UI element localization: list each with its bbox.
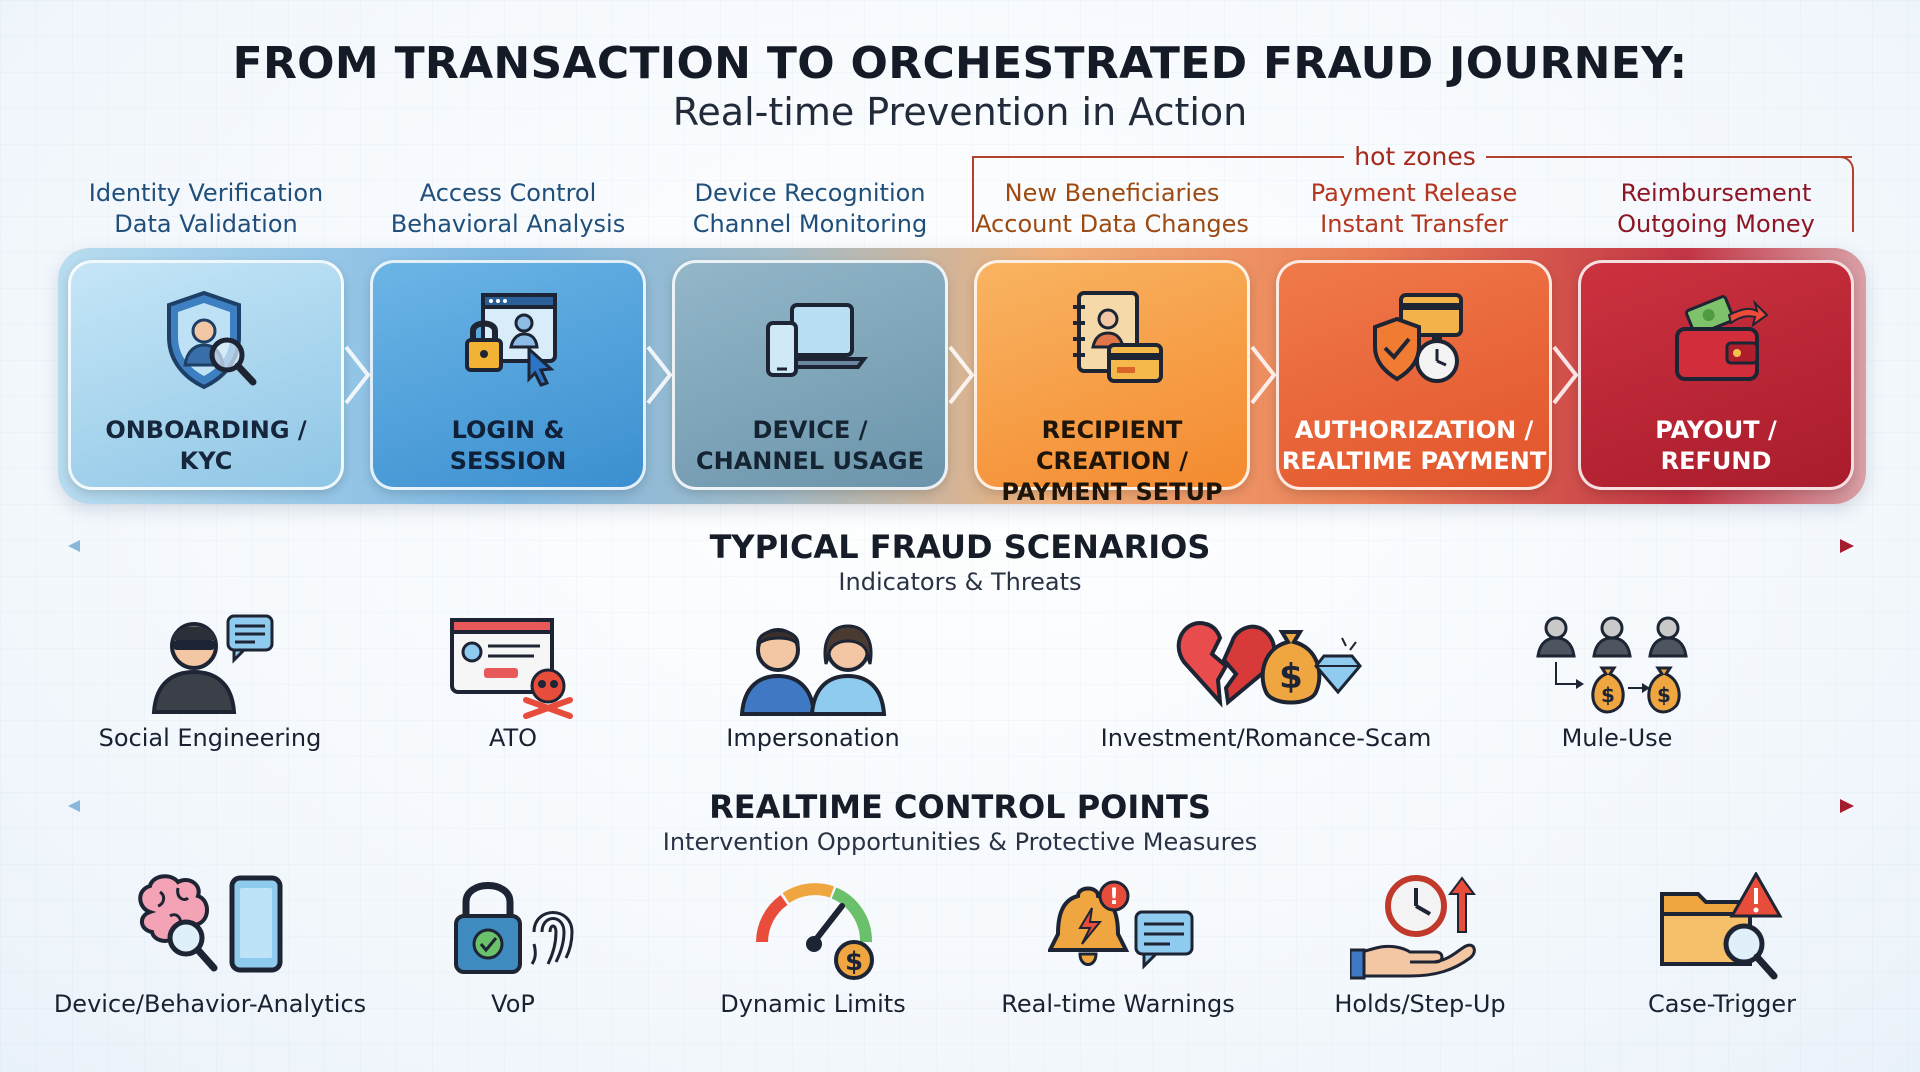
stage-label-line-1: ONBOARDING / [105,416,307,444]
hot-zones-bracket-top-right [1486,156,1852,158]
stage-caption-line-2: Outgoing Money [1617,210,1815,238]
stage-label-line-2: REALTIME PAYMENT [1281,447,1547,475]
stage-caption-onboarding: Identity Verification Data Validation [56,178,356,240]
svg-text:$: $ [1279,657,1303,697]
chevron-right-icon [344,345,370,405]
scenarios-arrow-left [68,540,718,552]
stage-label-line-1: AUTHORIZATION / [1294,416,1534,444]
phone-laptop-icon [766,303,868,377]
stage-label-login: LOGIN & SESSION [373,415,643,477]
scenario-label-mule-use: Mule-Use [1561,724,1673,752]
stage-label-line-2: PAYMENT SETUP [1001,478,1223,506]
stage-caption-authorization: Payment Release Instant Transfer [1264,178,1564,240]
hot-zones-label: hot zones [1354,142,1476,171]
scenarios-arrow-right [1204,539,1854,553]
chevron-right-icon [1250,345,1276,405]
stage-card-recipient[interactable]: RECIPIENT CREATION / PAYMENT SETUP [974,260,1250,506]
control-label-device-behavior-analytics: Device/Behavior-Analytics [53,990,367,1018]
svg-text:$: $ [1601,683,1615,707]
folder-search-warning-icon [1660,872,1783,980]
stage-card-login[interactable]: LOGIN & SESSION [370,260,646,490]
control-label-real-time-warnings: Real-time Warnings [1001,990,1235,1018]
scenario-label-investment-romance-scam: Investment/Romance-Scam [1100,724,1432,752]
stage-caption-line-2: Behavioral Analysis [390,210,626,238]
people-money-bags-icon: $ $ [1536,616,1688,714]
card-shield-stopwatch-icon [1373,293,1463,383]
scenarios-title: TYPICAL FRAUD SCENARIOS [709,528,1211,566]
two-people-icon [739,624,887,716]
stage-label-payout: PAYOUT / REFUND [1581,415,1851,477]
stage-caption-recipient: New Beneficiaries Account Data Changes [962,178,1262,240]
controls-arrow-left [68,800,718,812]
brain-phone-search-icon [138,874,283,973]
stage-card-authorization[interactable]: AUTHORIZATION / REALTIME PAYMENT [1276,260,1552,490]
wallet-money-icon [1675,295,1769,381]
journey-track [58,248,1866,504]
controls-arrow-right [1204,799,1854,813]
stage-caption-line-1: Payment Release [1310,179,1518,207]
stage-label-device: DEVICE / CHANNEL USAGE [675,415,945,477]
stage-label-line-1: PAYOUT / [1655,416,1777,444]
stage-label-authorization: AUTHORIZATION / REALTIME PAYMENT [1279,415,1549,477]
stage-caption-line-2: Channel Monitoring [692,210,928,238]
padlock-fingerprint-icon [454,882,574,974]
stage-caption-line-2: Instant Transfer [1320,210,1508,238]
stage-label-line-2: CHANNEL USAGE [696,447,924,475]
stage-caption-line-1: Device Recognition [694,179,926,207]
address-book-card-icon [1073,291,1163,383]
scenario-label-impersonation: Impersonation [726,724,900,752]
shield-person-search-icon [167,290,257,390]
stage-label-line-1: DEVICE / [752,416,868,444]
page-subtitle: Real-time Prevention in Action [672,90,1248,134]
chevron-right-icon [646,345,672,405]
hot-zones-bracket-top-left [972,156,1344,158]
clock-hand-arrow-icon [1350,875,1476,980]
stage-label-line-2: SESSION [449,447,567,475]
stage-caption-line-1: Access Control [419,179,597,207]
svg-text:$: $ [845,947,863,977]
chevron-right-icon [948,345,974,405]
control-label-holds-step-up: Holds/Step-Up [1334,990,1506,1018]
stage-caption-login: Access Control Behavioral Analysis [358,178,658,240]
stage-label-line-1: RECIPIENT CREATION / [1035,416,1189,475]
scenario-label-ato: ATO [488,724,538,752]
gauge-dollar-icon: $ [756,883,874,980]
stage-label-line-1: LOGIN & [451,416,565,444]
stage-card-onboarding[interactable]: ONBOARDING / KYC [68,260,344,490]
chevron-right-icon [1552,345,1578,405]
stage-caption-line-2: Data Validation [114,210,298,238]
stage-card-device[interactable]: DEVICE / CHANNEL USAGE [672,260,948,490]
control-label-case-trigger: Case-Trigger [1648,990,1796,1018]
masked-hacker-chat-icon [151,614,274,714]
stage-label-recipient: RECIPIENT CREATION / PAYMENT SETUP [977,415,1247,508]
stage-caption-device: Device Recognition Channel Monitoring [660,178,960,240]
page-title: FROM TRANSACTION TO ORCHESTRATED FRAUD J… [232,38,1688,89]
svg-text:!: ! [1109,885,1119,910]
stage-caption-payout: Reimbursement Outgoing Money [1566,178,1866,240]
hot-zones-bracket-left-vertical [972,156,974,232]
stage-caption-line-1: Reimbursement [1620,179,1812,207]
stage-label-onboarding: ONBOARDING / KYC [71,415,341,477]
stage-caption-line-1: Identity Verification [88,179,324,207]
stage-label-line-2: KYC [179,447,233,475]
scenario-label-social-engineering: Social Engineering [98,724,322,752]
stage-caption-line-1: New Beneficiaries [1004,179,1220,207]
stage-label-line-2: REFUND [1660,447,1772,475]
broken-heart-money-diamond-icon: $ [1176,621,1362,708]
stage-card-payout[interactable]: PAYOUT / REFUND [1578,260,1854,490]
scenarios-subtitle: Indicators & Threats [838,568,1082,596]
login-lock-cursor-icon [465,293,557,387]
hot-zones-bracket-right-corner [1838,156,1854,172]
profile-skull-icon [450,618,573,719]
control-label-vop: VoP [491,990,535,1018]
controls-title: REALTIME CONTROL POINTS [709,788,1211,826]
control-label-dynamic-limits: Dynamic Limits [720,990,906,1018]
controls-subtitle: Intervention Opportunities & Protective … [662,828,1258,856]
svg-text:$: $ [1657,683,1671,707]
bell-alert-chat-icon: ! [1048,880,1194,970]
stage-caption-line-2: Account Data Changes [975,210,1249,238]
hot-zones-bracket-right-vertical [1852,170,1854,232]
